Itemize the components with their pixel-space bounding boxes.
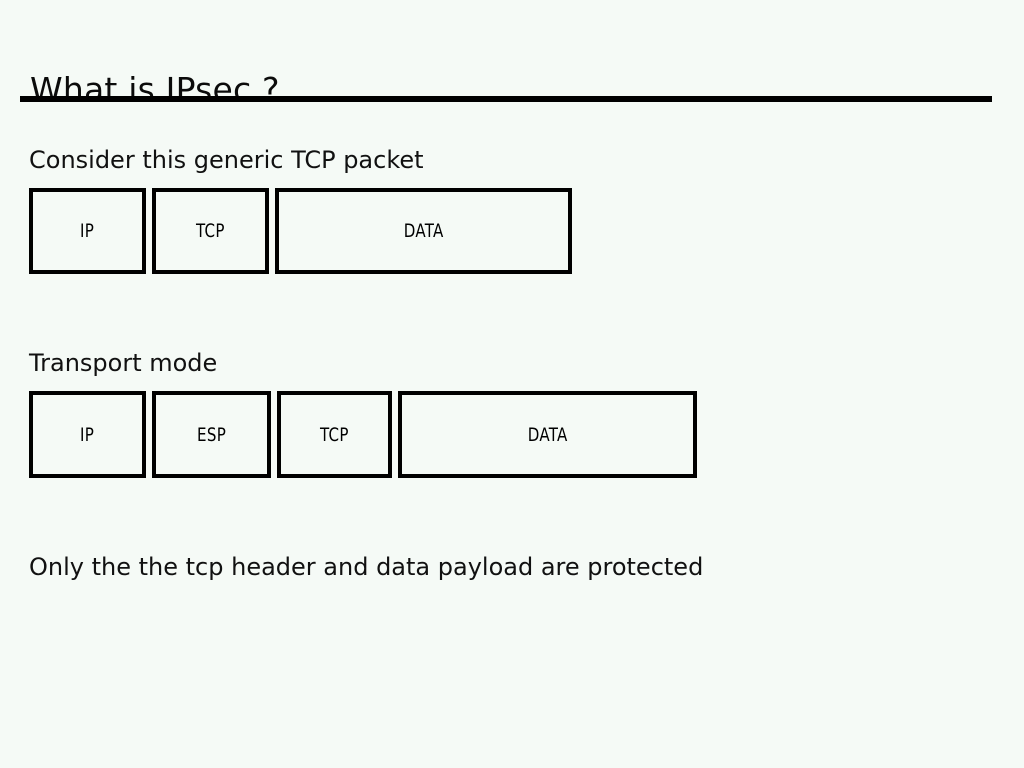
- transport-mode-caption: Transport mode: [29, 349, 218, 377]
- packet-field-label: TCP: [320, 423, 349, 446]
- packet-field-tcp: TCP: [152, 188, 269, 274]
- title-divider: [20, 96, 992, 102]
- protection-footnote: Only the the tcp header and data payload…: [29, 553, 704, 581]
- transport-mode-packet-diagram: IP ESP TCP DATA: [29, 391, 697, 478]
- packet-field-data: DATA: [398, 391, 697, 478]
- packet-field-label: DATA: [527, 423, 568, 446]
- packet-field-label: TCP: [196, 220, 225, 242]
- page-title: What is IPsec ?: [30, 70, 280, 110]
- generic-packet-diagram: IP TCP DATA: [29, 188, 572, 274]
- packet-field-label: IP: [80, 423, 95, 446]
- packet-field-label: IP: [80, 220, 95, 242]
- packet-field-label: DATA: [403, 220, 444, 242]
- packet-field-esp: ESP: [152, 391, 271, 478]
- packet-field-ip: IP: [29, 188, 146, 274]
- packet-field-tcp: TCP: [277, 391, 392, 478]
- packet-field-data: DATA: [275, 188, 572, 274]
- generic-packet-caption: Consider this generic TCP packet: [29, 146, 424, 174]
- packet-field-ip: IP: [29, 391, 146, 478]
- packet-field-label: ESP: [196, 423, 227, 446]
